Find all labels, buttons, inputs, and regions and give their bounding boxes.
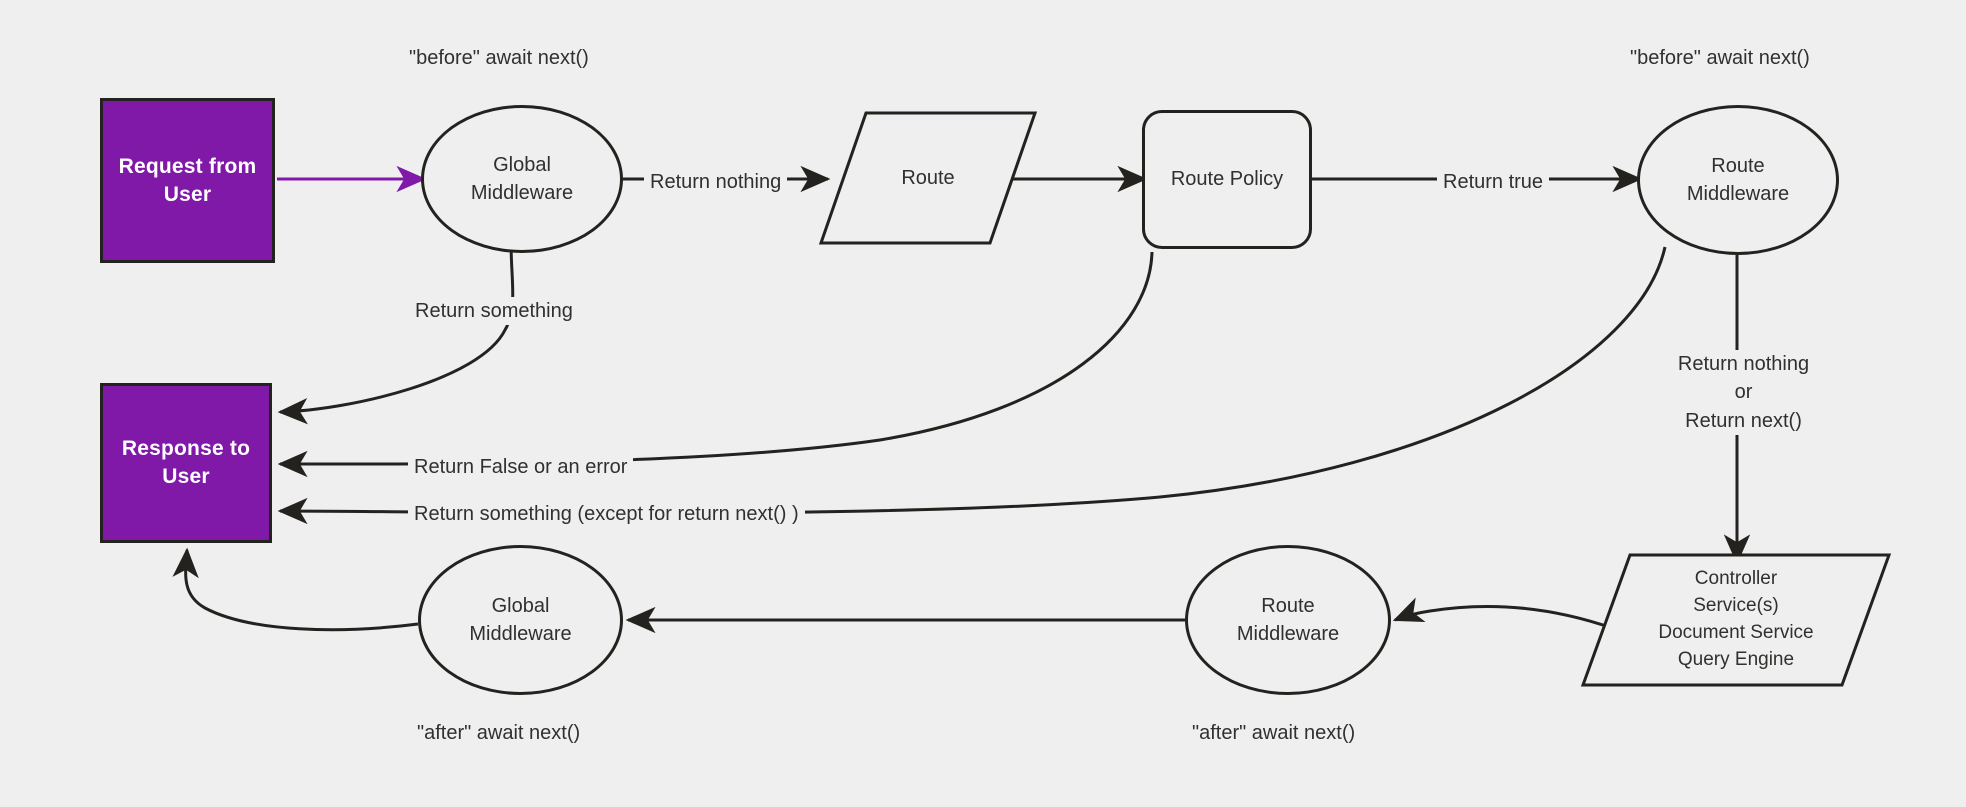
node-request-label: Request from User [119, 153, 257, 208]
node-global-middleware-top[interactable]: Global Middleware [421, 105, 623, 253]
edge-label-return-nothing: Return nothing [644, 168, 788, 197]
node-response-label: Response to User [122, 435, 250, 490]
response-line2: User [162, 465, 210, 488]
rm-top-line1: Route [1711, 154, 1765, 177]
edge-label-return-true: Return true [1437, 168, 1550, 197]
node-route-middleware-bottom[interactable]: Route Middleware [1185, 545, 1391, 695]
rn-line3: Return next() [1685, 409, 1802, 432]
node-global-middleware-bottom[interactable]: Global Middleware [418, 545, 623, 695]
controller-line4: Query Engine [1677, 648, 1795, 670]
controller-line1: Controller [1694, 568, 1778, 590]
controller-line2: Service(s) [1693, 595, 1779, 617]
request-line1: Request from [118, 154, 257, 178]
global-middleware-top-label: Global Middleware [471, 151, 573, 208]
request-line2: User [163, 182, 212, 206]
note-before-route-middleware: "before" await next() [1630, 47, 1810, 69]
gm-top-line1: Global [493, 153, 551, 176]
gm-top-line2: Middleware [470, 182, 574, 204]
route-shape [818, 111, 1038, 245]
route-middleware-top-label: Route Middleware [1687, 152, 1789, 209]
controller-shape [1580, 553, 1892, 687]
route-middleware-bottom-label: Route Middleware [1237, 592, 1339, 649]
note-before-global-middleware: "before" await next() [409, 47, 589, 69]
edge-label-return-something-except-next: Return something (except for return next… [408, 500, 805, 529]
node-route-policy[interactable]: Route Policy [1142, 110, 1312, 249]
rm-bot-line2: Middleware [1236, 623, 1340, 645]
note-after-global-middleware: "after" await next() [417, 722, 581, 744]
route-policy-label: Route Policy [1170, 168, 1284, 190]
edge-route-policy-return-false [277, 251, 1154, 478]
controller-line3: Document Service [1658, 622, 1814, 643]
rm-top-line2: Middleware [1686, 183, 1790, 205]
gm-bot-line1: Global [491, 594, 550, 617]
node-route[interactable]: Route [818, 110, 1038, 246]
rn-line1: Return nothing [1677, 353, 1810, 375]
global-middleware-bottom-label: Global Middleware [469, 592, 571, 649]
node-request-from-user[interactable]: Request from User [100, 98, 275, 263]
note-after-route-middleware: "after" await next() [1192, 722, 1356, 744]
edge-global-middleware-bottom-to-response [172, 547, 419, 632]
rm-bot-line1: Route [1261, 594, 1315, 617]
controller-label: Controller Service(s) Document Service Q… [1580, 552, 1892, 688]
node-response-to-user[interactable]: Response to User [100, 383, 272, 543]
rn-line2: or [1734, 381, 1753, 404]
response-line1: Response to [121, 437, 251, 461]
node-controller[interactable]: Controller Service(s) Document Service Q… [1580, 552, 1892, 688]
route-label: Route [901, 166, 955, 189]
edge-label-return-nothing-or-next: Return nothing or Return next() [1650, 350, 1837, 436]
edge-label-return-false-or-error: Return False or an error [408, 453, 634, 482]
gm-bot-line2: Middleware [469, 623, 572, 645]
edge-label-return-something: Return something [409, 297, 579, 326]
node-route-middleware-top[interactable]: Route Middleware [1637, 105, 1839, 255]
